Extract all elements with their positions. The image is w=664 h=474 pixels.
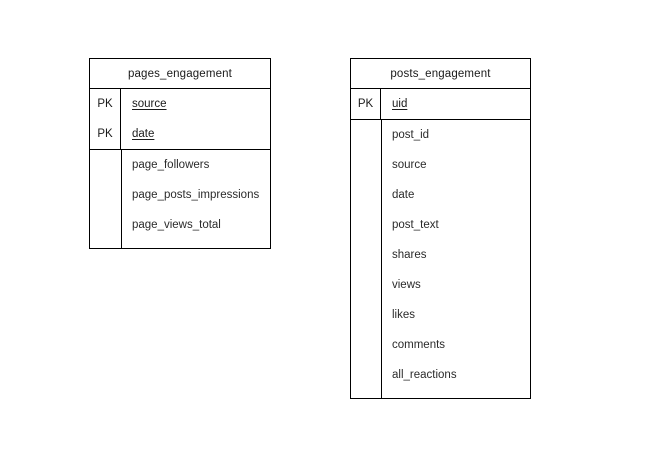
key-marker [90,180,121,210]
attribute-row[interactable]: views [351,270,530,300]
attribute-name: uid [392,98,408,110]
attribute-row[interactable]: PK uid [351,89,530,119]
attribute-name: shares [392,249,427,261]
attribute-name: likes [392,309,416,321]
attribute-name: date [392,189,415,201]
column-divider [381,120,382,398]
key-marker [351,240,381,270]
key-marker [90,150,121,180]
key-marker: PK [90,89,121,119]
key-attribute-group: PK uid [351,89,530,120]
attribute-row[interactable]: source [351,150,530,180]
key-marker [90,210,121,240]
entity-tail-space [90,240,270,248]
attribute-row[interactable]: PK source [90,89,270,119]
key-marker [351,360,381,390]
entity-title: posts_engagement [351,59,530,89]
key-marker [351,150,381,180]
attribute-row[interactable]: page_followers [90,150,270,180]
attribute-row[interactable]: comments [351,330,530,360]
key-marker [351,300,381,330]
entity-title: pages_engagement [90,59,270,89]
key-marker: PK [351,89,381,119]
attribute-row[interactable]: post_text [351,210,530,240]
key-marker [351,180,381,210]
attribute-row[interactable]: likes [351,300,530,330]
attribute-row[interactable]: post_id [351,120,530,150]
attribute-name: date [132,128,155,140]
attribute-row[interactable]: shares [351,240,530,270]
attribute-row[interactable]: page_posts_impressions [90,180,270,210]
attribute-name: page_posts_impressions [132,189,260,201]
attribute-name: comments [392,339,446,351]
key-marker [351,270,381,300]
attribute-name: post_id [392,129,430,141]
attribute-name: source [392,159,427,171]
attribute-row[interactable]: PK date [90,119,270,149]
attribute-name: source [132,98,167,110]
attribute-name: all_reactions [392,369,457,381]
key-marker: PK [90,119,121,149]
entity-tail-space [351,390,530,398]
column-divider [121,150,122,248]
attribute-name: page_views_total [132,219,221,231]
attribute-name: views [392,279,421,291]
key-marker [351,120,381,150]
attribute-row[interactable]: date [351,180,530,210]
key-marker [351,210,381,240]
key-marker [351,330,381,360]
attribute-name: page_followers [132,159,210,171]
attribute-row[interactable]: page_views_total [90,210,270,240]
attribute-name: post_text [392,219,439,231]
attribute-row[interactable]: all_reactions [351,360,530,390]
